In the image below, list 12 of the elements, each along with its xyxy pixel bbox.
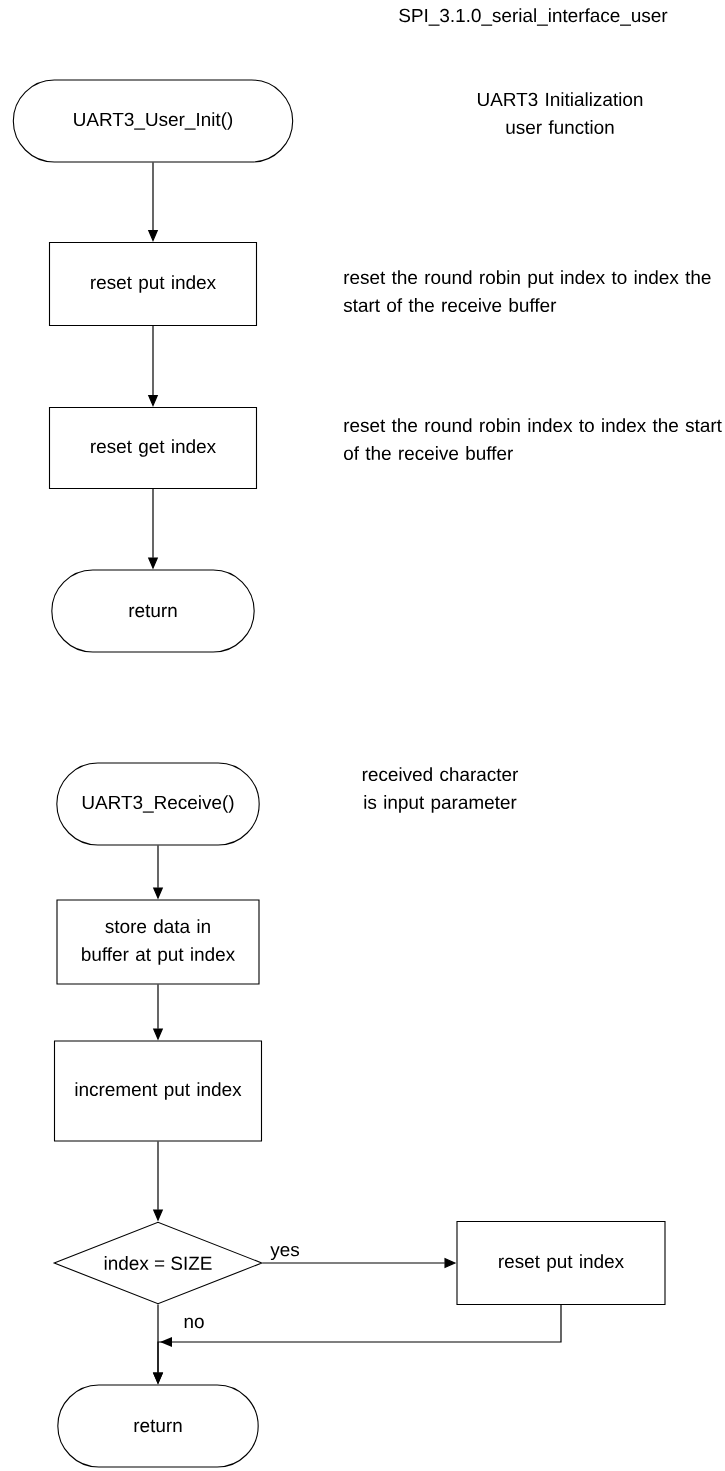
note-text: UART3 Initialization user function — [478, 92, 643, 134]
process-box: reset put index — [456, 1220, 666, 1306]
note-text: reset the round robin put index to index the start of the receive buffer — [343, 270, 711, 312]
note-text: reset the round robin index to index the start of the receive buffer — [344, 418, 722, 460]
edge-label: no — [182, 1316, 206, 1330]
process-box: reset get index — [48, 406, 258, 490]
process-box: store data in buffer at put index — [56, 899, 260, 985]
title: SPI_3.1.0_serial_interface_user — [399, 8, 668, 26]
note-text: received character is input parameter — [362, 767, 519, 813]
edge-label: yes — [269, 1244, 301, 1262]
process-box: reset put index — [48, 241, 258, 327]
process-box: increment put index — [53, 1040, 263, 1142]
